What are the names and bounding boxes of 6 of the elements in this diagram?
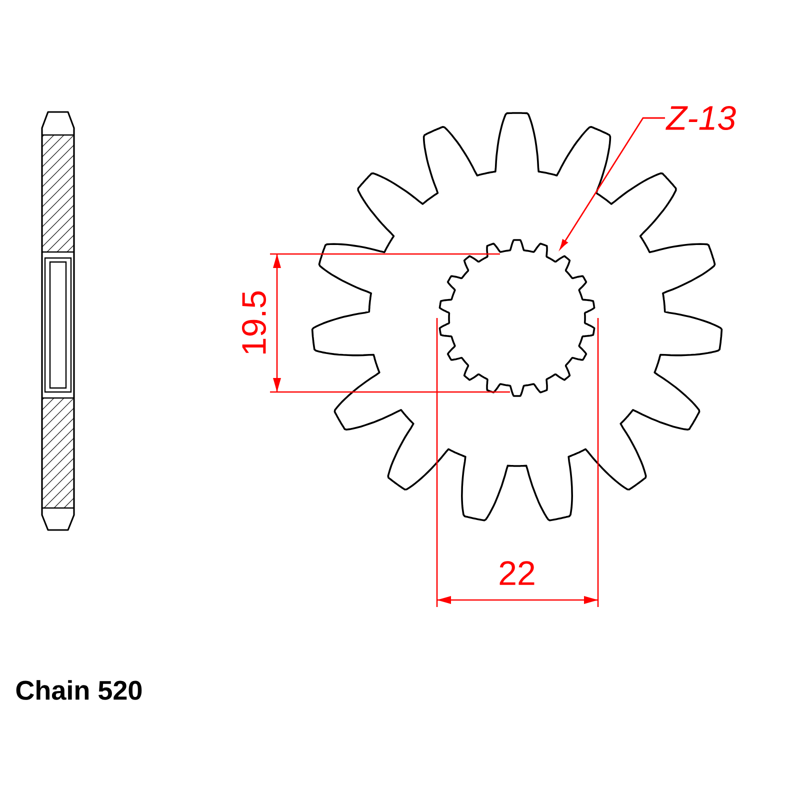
spline-hole-drawing [438,239,596,397]
callout-label: Z-13 [666,106,736,130]
dimension-label: 19.5 [242,291,266,354]
leader-line [560,117,665,250]
dimension-label: 22 [500,561,534,585]
chain-label: Chain 520 [16,680,142,700]
